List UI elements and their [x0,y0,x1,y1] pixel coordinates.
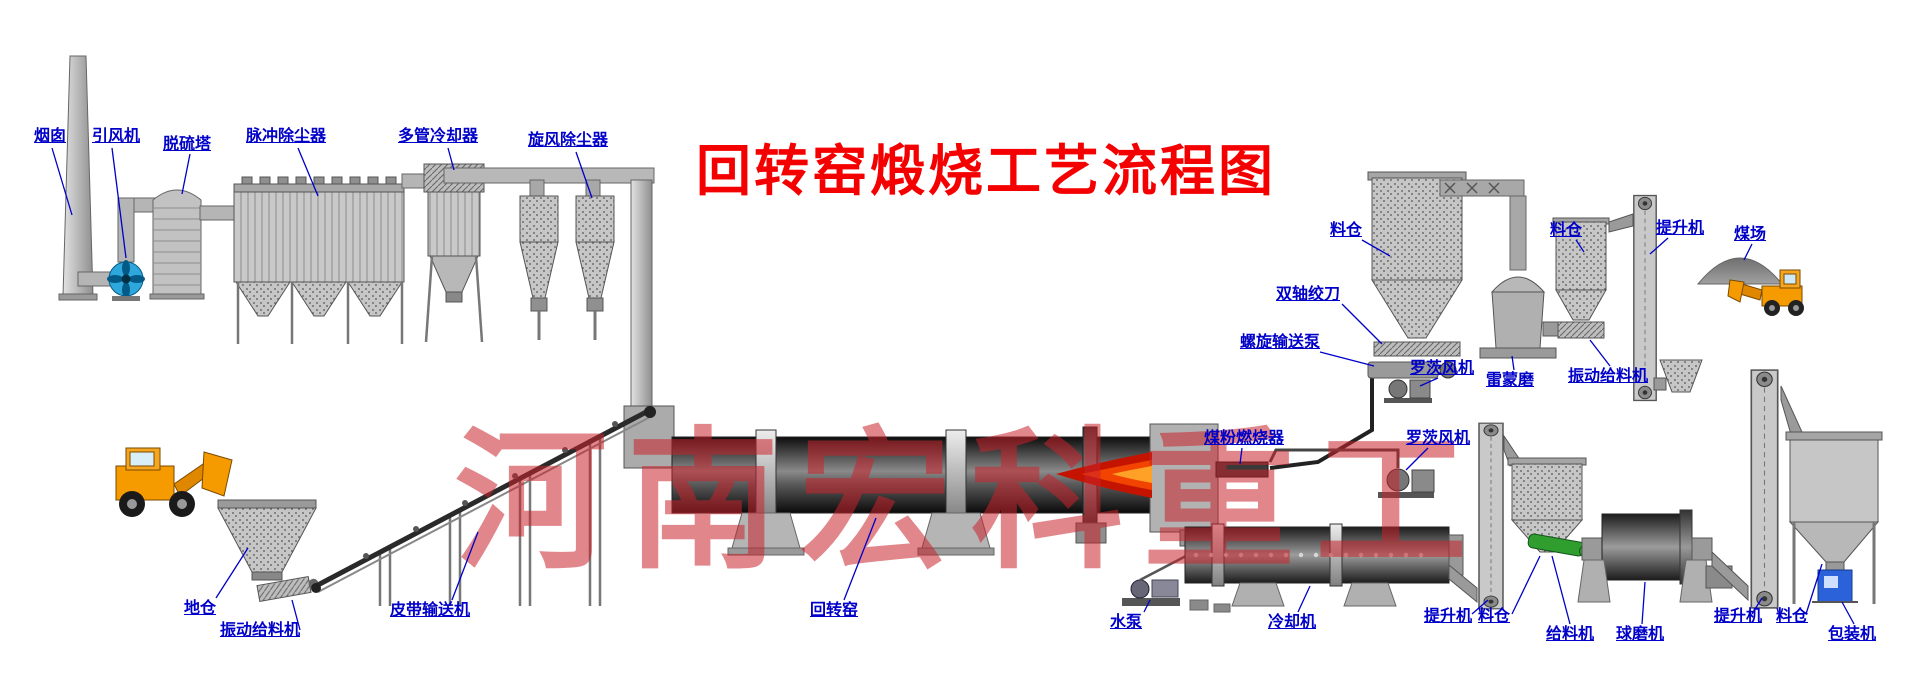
label-packing-machine[interactable]: 包装机 [1828,626,1877,643]
label-bucket-elevator-cooler[interactable]: 提升机 [1424,608,1473,625]
cyclone-dust-collector-equipment [519,179,615,340]
label-bucket-elevator-mill[interactable]: 提升机 [1714,608,1763,625]
coal-yard-equipment [1696,257,1784,285]
kiln-flame [1056,452,1152,498]
mill-air-duct [1439,179,1527,271]
page-title: 回转窑煅烧工艺流程图 [696,140,1277,202]
label-desulfurization-tower[interactable]: 脱硫塔 [163,136,212,153]
coal-powder-silo-equipment [1367,171,1467,339]
label-cooler[interactable]: 冷却机 [1268,614,1317,631]
label-raymond-mill[interactable]: 雷蒙磨 [1486,372,1535,389]
label-pulse-dust-collector[interactable]: 脉冲除尘器 [246,128,327,145]
label-bucket-elevator-coal[interactable]: 提升机 [1656,220,1705,237]
label-ball-mill[interactable]: 球磨机 [1616,626,1665,643]
label-double-shaft-auger[interactable]: 双轴绞刀 [1276,286,1341,303]
double-shaft-auger-equipment [1373,341,1461,357]
label-screw-conveyor-pump[interactable]: 螺旋输送泵 [1240,334,1321,351]
blower-air-pipe [1268,448,1400,468]
coal-powder-pipe [1269,376,1374,470]
ball-mill-equipment [1577,509,1749,603]
label-coal-powder-silo[interactable]: 料仓 [1330,222,1363,239]
pulse-dust-collector-equipment [233,176,405,344]
screw-conveyor-pump-equipment [1367,361,1457,379]
water-pump-equipment [1122,554,1231,613]
label-vibrating-feeder-mill[interactable]: 振动给料机 [1568,368,1649,385]
belt-conveyor-equipment [311,406,656,606]
roots-blower-top-equipment [1384,379,1432,403]
label-ground-bin[interactable]: 地仓 [184,600,217,617]
raymond-mill-equipment [1479,276,1557,359]
roots-blower-kiln-equipment [1378,468,1435,498]
label-belt-conveyor[interactable]: 皮带输送机 [390,602,471,619]
label-cyclone-dust-collector[interactable]: 旋风除尘器 [528,132,609,149]
label-roots-blower-kiln[interactable]: 罗茨风机 [1406,430,1471,447]
bucket-elevator-coal-equipment [1608,194,1703,402]
label-chimney[interactable]: 烟囱 [34,128,67,145]
induced-draft-fan-equipment [107,260,145,301]
label-roots-blower-top[interactable]: 罗茨风机 [1410,360,1475,377]
wheel-loader-left [115,447,233,517]
ground-bin-equipment [217,499,317,581]
label-clinker-silo[interactable]: 料仓 [1478,608,1511,625]
label-multi-tube-cooler[interactable]: 多管冷却器 [398,128,479,145]
kiln-riser-duct [630,179,653,413]
chimney-equipment [58,55,98,301]
label-induced-draft-fan[interactable]: 引风机 [92,128,141,145]
cooler-equipment [1184,523,1478,607]
rotary-kiln-equipment [671,426,1153,556]
tower-inlet-duct [199,205,237,221]
label-water-pump[interactable]: 水泵 [1110,614,1143,631]
multi-tube-cooler-equipment [401,163,485,343]
label-rotary-kiln[interactable]: 回转窑 [810,602,859,619]
product-silo-equipment [1785,431,1883,604]
label-product-silo[interactable]: 料仓 [1776,608,1809,625]
label-coal-yard[interactable]: 煤场 [1734,226,1767,243]
desulfurization-tower-equipment [149,189,205,300]
wheel-loader-right [1727,269,1804,316]
packing-machine-equipment [1812,561,1858,603]
label-coal-burner[interactable]: 煤粉燃烧器 [1204,430,1285,447]
label-coal-silo[interactable]: 料仓 [1550,222,1583,239]
top-gas-duct [443,167,655,184]
label-feeder[interactable]: 给料机 [1546,626,1595,643]
coal-burner-equipment [1215,461,1269,478]
vibrating-feeder-mill-equipment [1557,321,1605,339]
coal-silo-equipment [1552,217,1610,321]
label-vibrating-feeder-bin[interactable]: 振动给料机 [220,622,301,639]
